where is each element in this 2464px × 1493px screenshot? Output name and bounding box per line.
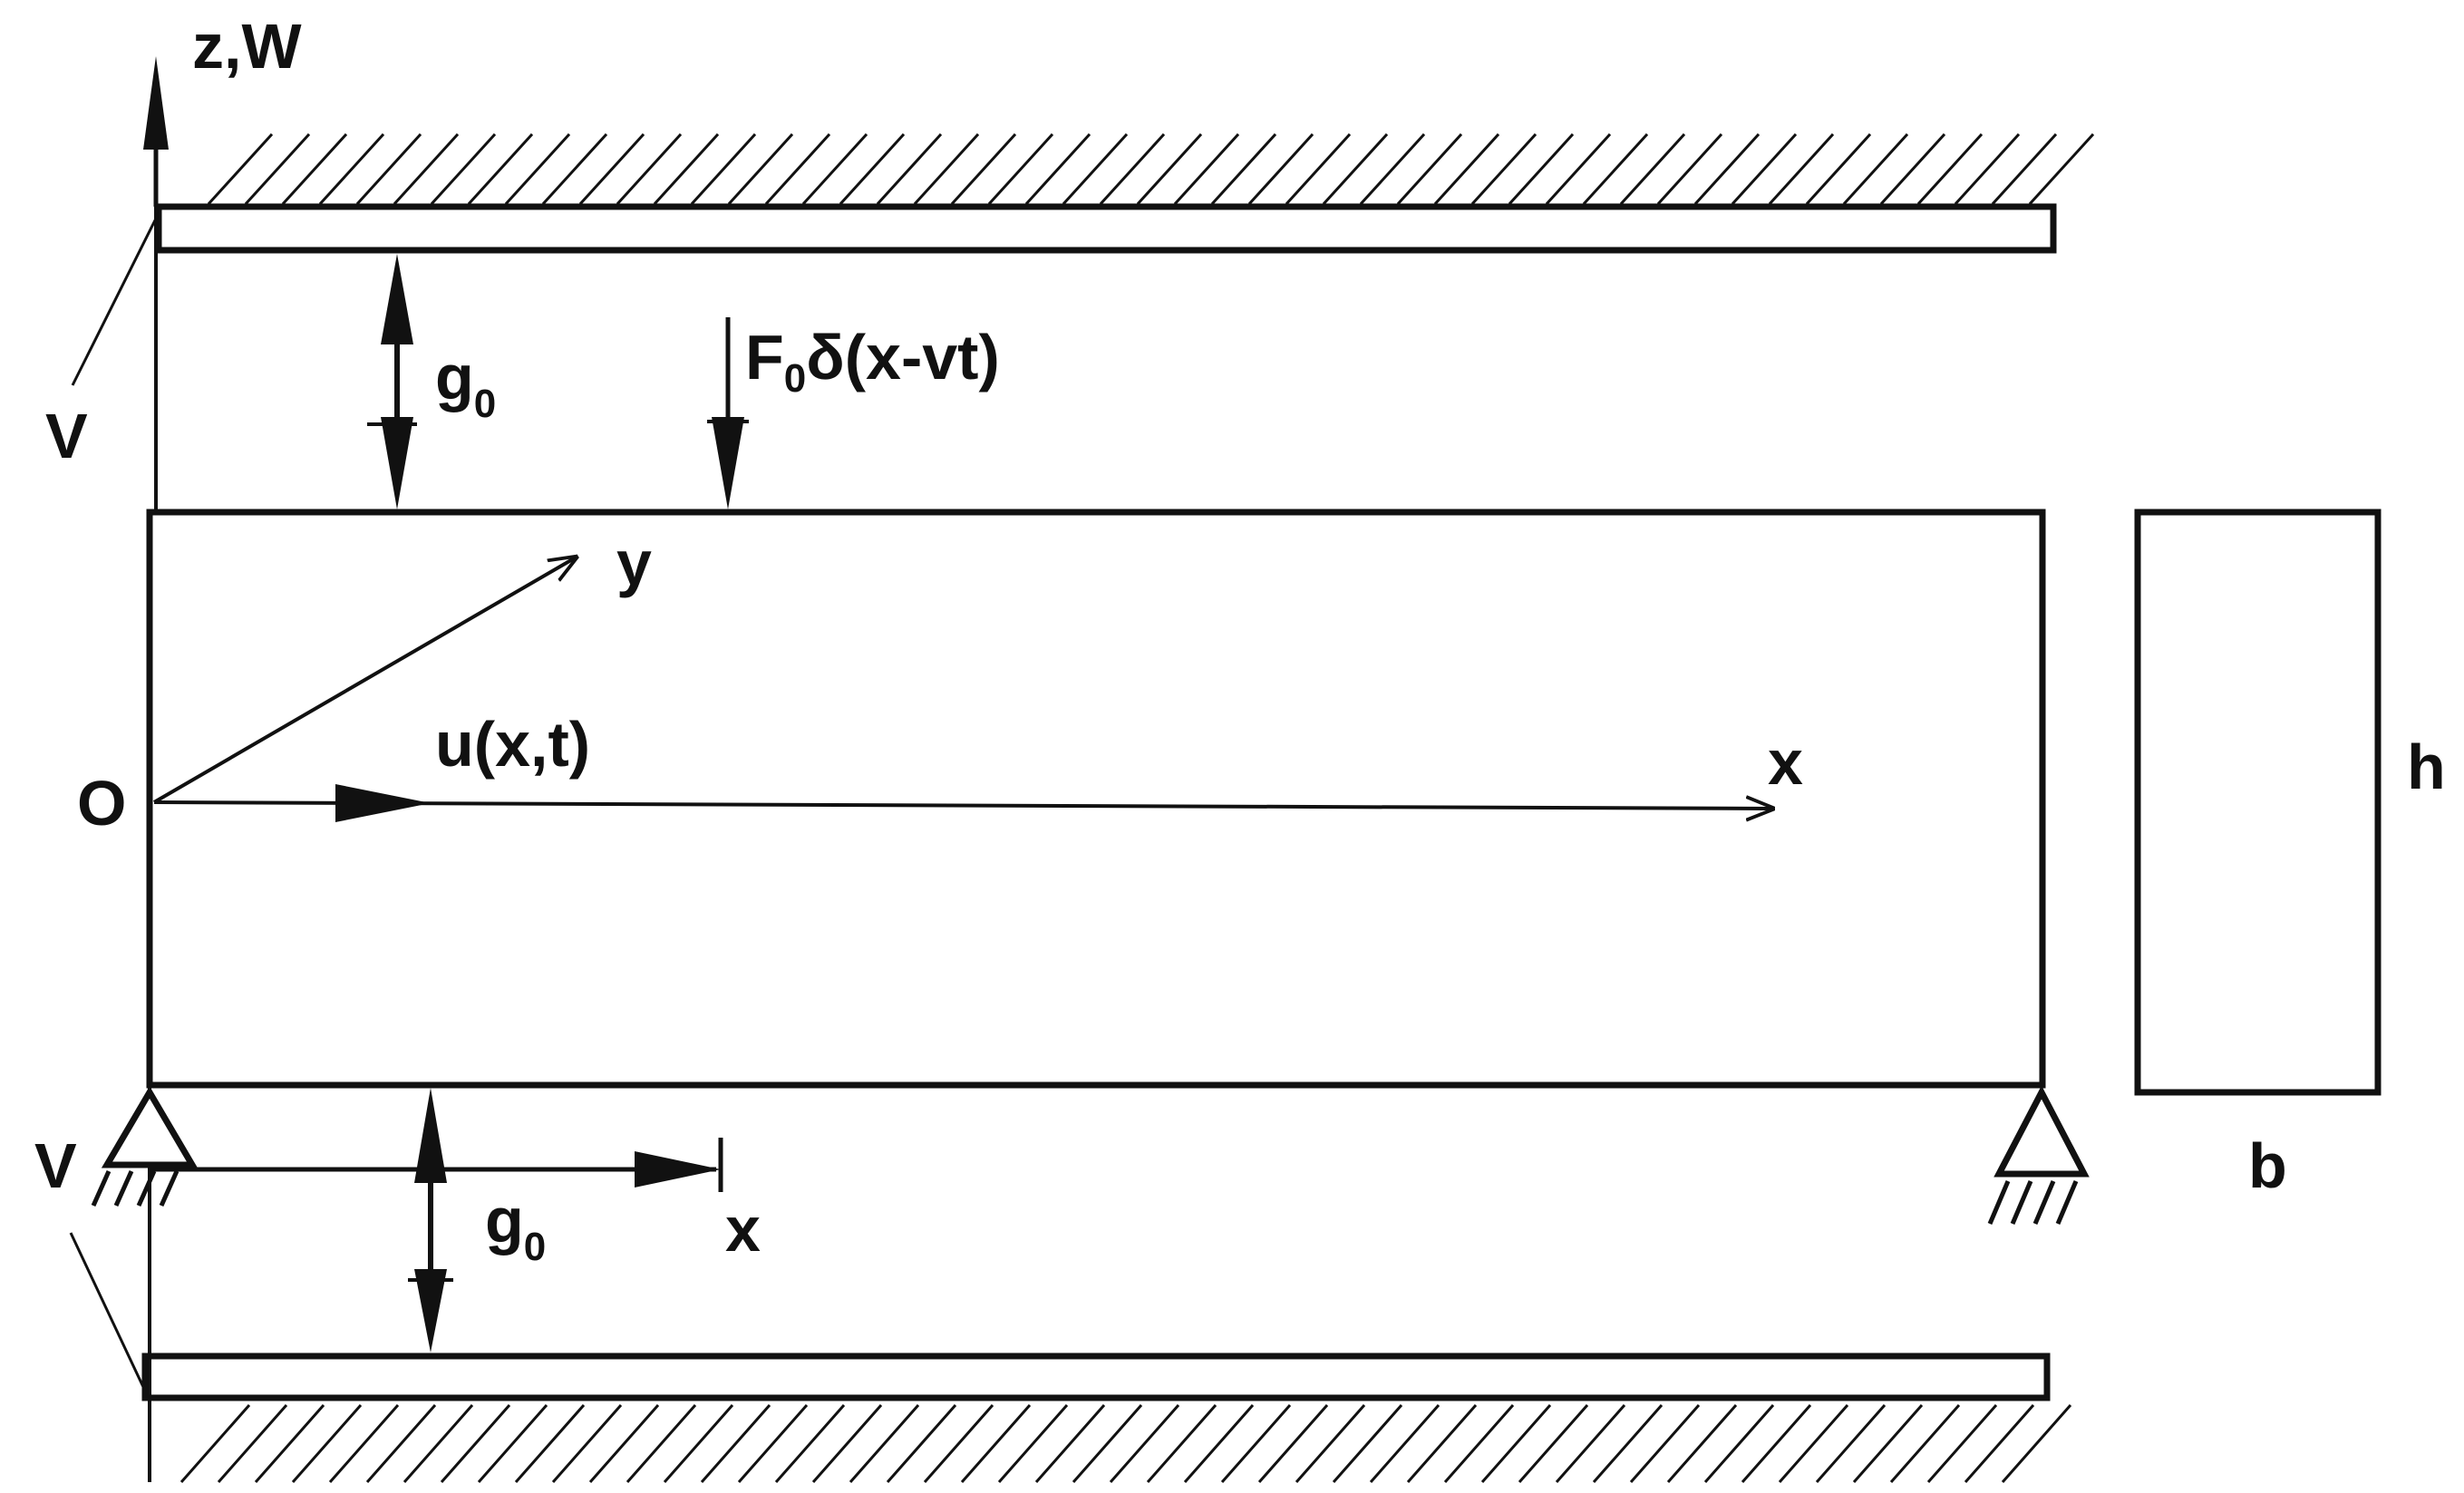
y-axis-line (152, 557, 576, 804)
left-support-ground-hatching (91, 1169, 179, 1207)
lower-x-axis-label: x (725, 1194, 761, 1265)
right-support-ground-hatching (1987, 1180, 2079, 1225)
lower-gap-label: g0 (485, 1185, 546, 1269)
right-pin-support (1994, 1085, 2090, 1178)
load-arrowhead (712, 417, 744, 509)
v-upper-label: V (45, 401, 88, 471)
load-label: F0δ(x-vt) (745, 322, 1000, 401)
z-axis-arrowhead (143, 56, 169, 150)
z-w-axis-label: z,W (192, 11, 302, 82)
left-pin-support (101, 1086, 199, 1168)
v-lower-label: V (34, 1130, 77, 1201)
y-axis-label: y (616, 528, 652, 598)
lower-wall-hatching (179, 1404, 2072, 1483)
beam-body (146, 509, 2046, 1089)
lower-electrode-plate (141, 1352, 2051, 1401)
width-label: b (2248, 1130, 2287, 1201)
upper-gap-label: g0 (435, 342, 496, 426)
upper-gap-arrowhead-down (381, 417, 413, 509)
v-upper-leader (71, 212, 160, 386)
x-axis-label: x (1768, 727, 1803, 798)
upper-wall-hatching (207, 132, 2095, 206)
upper-gap-arrowhead-up (381, 254, 413, 344)
cross-section (2134, 509, 2382, 1096)
origin-label: O (77, 768, 126, 839)
height-label: h (2407, 732, 2446, 802)
upper-electrode-plate (155, 203, 2057, 254)
lower-gap-arrowhead-down (414, 1269, 447, 1352)
lower-gap-arrowhead-up (414, 1088, 447, 1183)
displacement-label: u(x,t) (435, 709, 590, 780)
v-lower-leader (69, 1232, 145, 1388)
lower-x-axis-arrowhead (635, 1151, 721, 1188)
displacement-arrowhead (335, 784, 431, 822)
